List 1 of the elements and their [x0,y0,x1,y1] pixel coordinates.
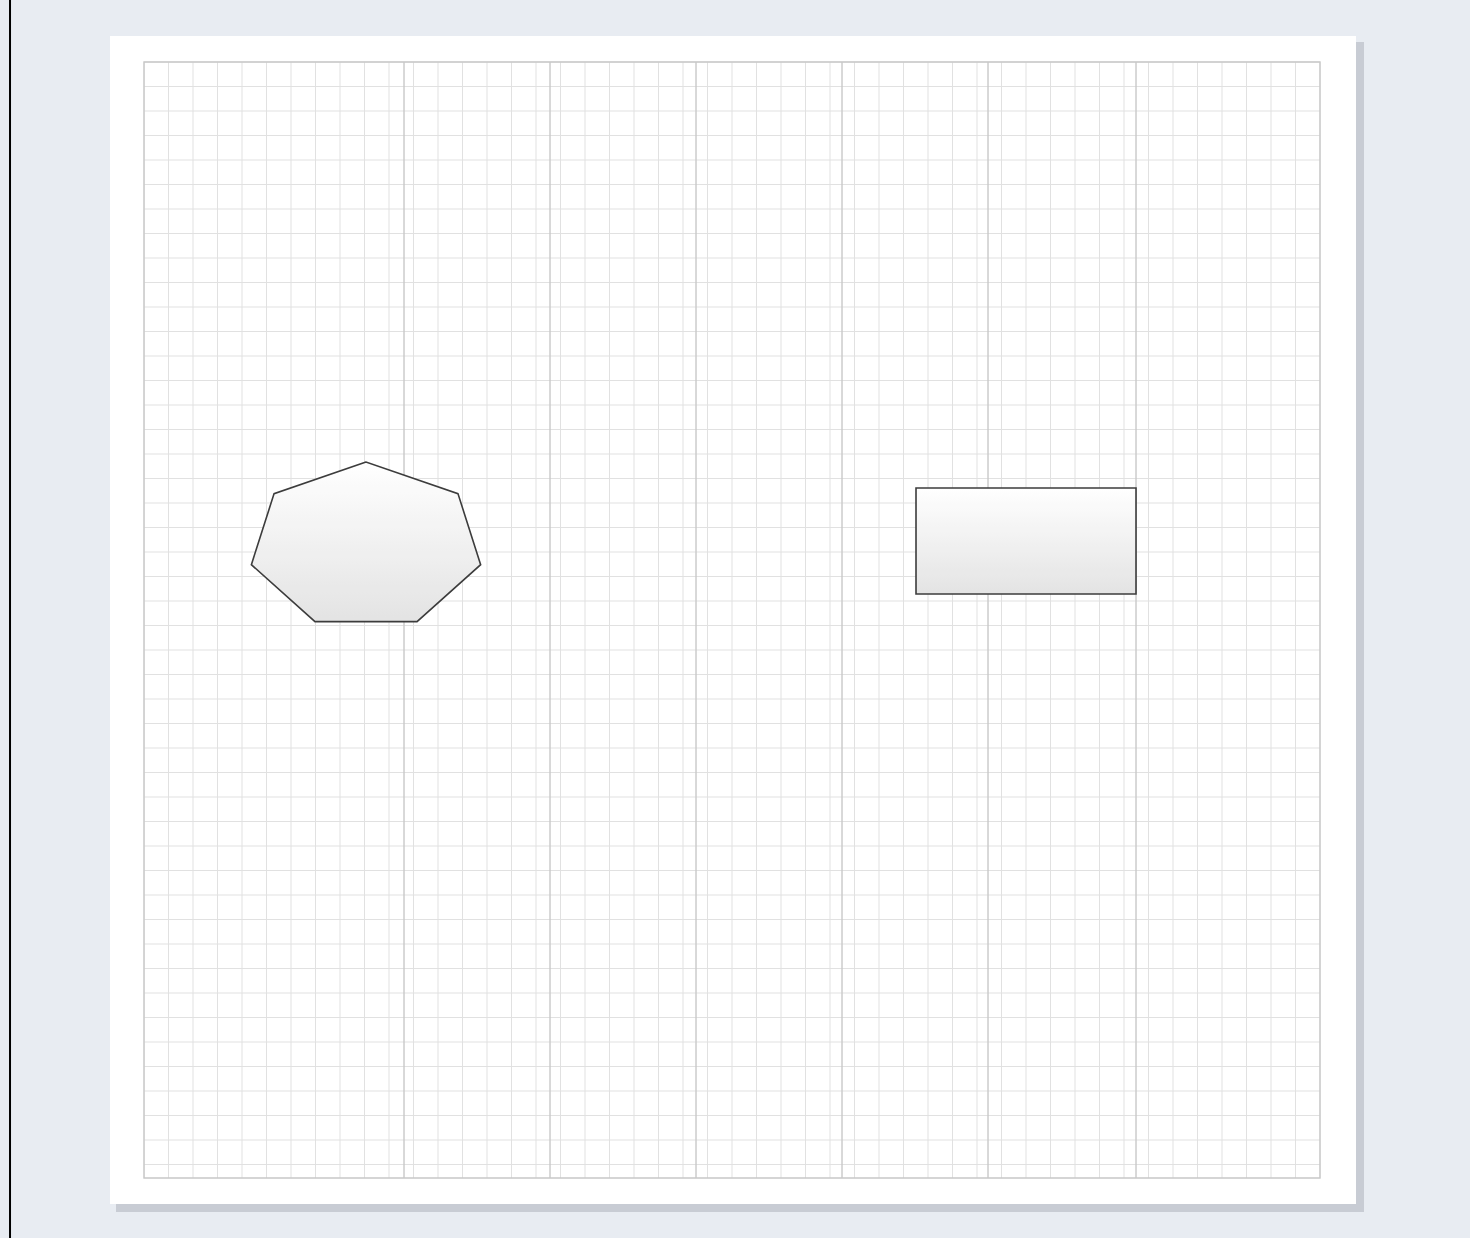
rectangle-shape [915,487,1137,595]
